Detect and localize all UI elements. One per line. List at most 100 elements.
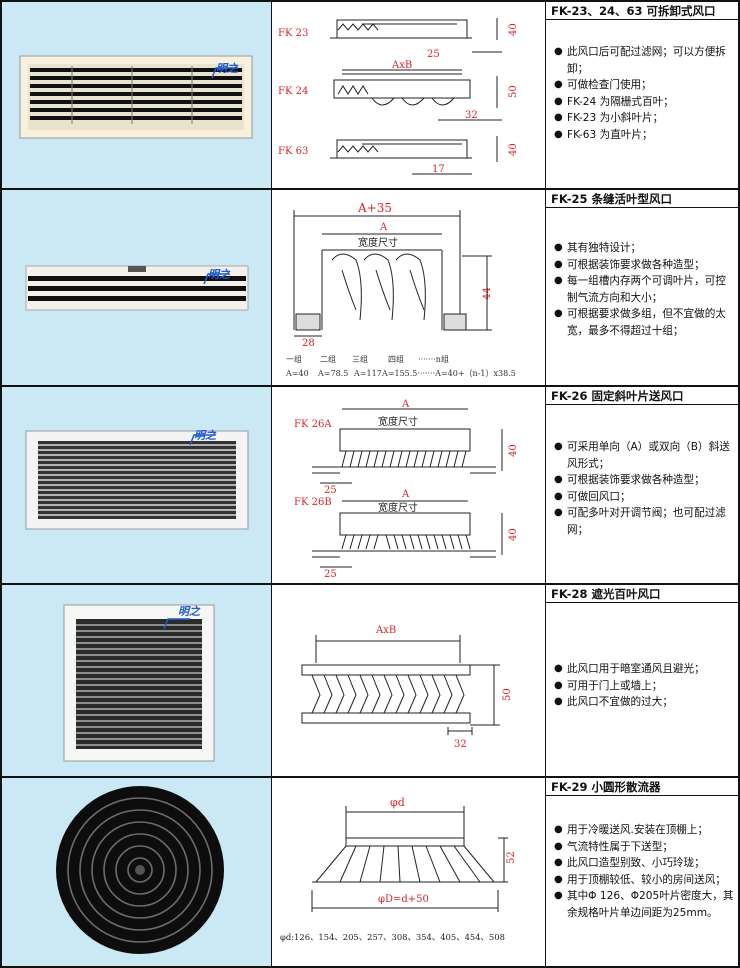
bullet: 每一组槽内存两个可调叶片，可控制气流方向和大小； (554, 273, 734, 306)
size-list: φd:126、154、205、257、308、354、405、454、508 (280, 932, 505, 942)
bullet: FK-63 为直叶片； (554, 127, 734, 144)
product-title: FK-25 条缝活叶型风口 (546, 190, 738, 208)
bullet: 气流特性属于下送型； (554, 839, 734, 856)
dim-32: 32 (454, 739, 467, 750)
bullet: 可做检查门使用； (554, 77, 734, 94)
group-label: 三组 (352, 354, 368, 364)
dim-h40-b: 40 (508, 143, 519, 156)
bullet: 此风口用于暗室通风且避光； (554, 661, 734, 678)
product-row-fk23: 明之 (2, 2, 738, 190)
label-width: 宽度尺寸 (358, 236, 398, 249)
dim-h40-a: 40 (508, 23, 519, 36)
desc-fk26: FK-26 固定斜叶片送风口 可采用单向（A）或双向（B）斜送风形式； 可根据装… (546, 387, 738, 583)
grille-photo-fk25: 明之 (25, 265, 249, 311)
dim-28: 28 (302, 338, 315, 349)
dim-axb: AxB (375, 625, 396, 636)
bullet: 可做回风口； (554, 489, 734, 506)
dim-a: A (379, 222, 388, 233)
section-drawing-fk28: AxB 50 32 (301, 625, 513, 750)
bullet: 可用于门上或墙上； (554, 678, 734, 695)
product-title: FK-26 固定斜叶片送风口 (546, 387, 738, 405)
product-photo-fk29 (2, 778, 272, 966)
bullet: 此风口造型别致、小巧玲珑； (554, 855, 734, 872)
group-label: ·······n组 (418, 354, 449, 364)
section-drawing-fk25: A+35 A 宽度尺寸 44 28 一组 二组 三组 四组 ·······n组 … (285, 201, 516, 378)
bullet-list: 此风口用于暗室通风且避光； 可用于门上或墙上； 此风口不宜做的过大； (546, 603, 738, 711)
desc-fk23: FK-23、24、63 可拆卸式风口 此风口后可配过滤网；可以方便拆卸； 可做检… (546, 2, 738, 188)
group-dim: A=155.5·······A=40+（n-1）x38.5 (381, 369, 516, 378)
dim-axb: AxB (391, 60, 412, 71)
grille-photo-fk26: 明之 (25, 429, 249, 530)
grille-photo-fk28: 明之 (63, 604, 215, 762)
group-dim: A=40 (285, 369, 309, 378)
desc-fk25: FK-25 条缝活叶型风口 其有独特设计； 可根据装饰要求做各种造型； 每一组槽… (546, 190, 738, 385)
label-fk26a: FK 26A (294, 419, 332, 430)
label-fk63: FK 63 (278, 146, 308, 157)
section-drawing-fk29: φd φD=d+50 52 φd:126、154、205、257、308、354… (280, 796, 517, 942)
product-title: FK-29 小圆形散流器 (546, 778, 738, 796)
dim-h40-b: 40 (508, 528, 519, 541)
bullet-list: 可采用单向（A）或双向（B）斜送风形式； 可根据装饰要求做各种造型； 可做回风口… (546, 405, 738, 538)
drawing-fk23: FK 23 FK 24 FK 63 AxB 25 32 17 40 50 40 (272, 2, 546, 188)
bullet: 其中Φ 126、Φ205叶片密度大，其余规格叶片单边间距为25mm。 (554, 888, 734, 921)
label-width: 宽度尺寸 (378, 415, 418, 428)
bullet: 此风口不宜做的过大； (554, 694, 734, 711)
label-width: 宽度尺寸 (378, 501, 418, 514)
product-title: FK-28 遮光百叶风口 (546, 585, 738, 603)
bullet-list: 其有独特设计； 可根据装饰要求做各种造型； 每一组槽内存两个可调叶片，可控制气流… (546, 208, 738, 339)
group-label: 四组 (388, 354, 404, 364)
dim-32: 32 (465, 110, 478, 121)
product-photo-fk25: 明之 (2, 190, 272, 385)
bullet: FK-24 为隔栅式百叶； (554, 94, 734, 111)
desc-fk29: FK-29 小圆形散流器 用于冷暖送风.安装在顶棚上； 气流特性属于下送型； 此… (546, 778, 738, 966)
label-fk24: FK 24 (278, 86, 308, 97)
desc-fk28: FK-28 遮光百叶风口 此风口用于暗室通风且避光； 可用于门上或墙上； 此风口… (546, 585, 738, 776)
bullet-list: 用于冷暖送风.安装在顶棚上； 气流特性属于下送型； 此风口造型别致、小巧玲珑； … (546, 796, 738, 921)
dim-a: A (401, 399, 410, 410)
product-row-fk29: φd φD=d+50 52 φd:126、154、205、257、308、354… (2, 778, 738, 966)
section-drawing-fk26: FK 26A FK 26B A 宽度尺寸 A 宽度尺寸 40 40 25 25 (294, 399, 519, 580)
dim-phid50: φD=d+50 (378, 894, 429, 905)
dim-h52: 52 (506, 851, 517, 864)
bullet: 此风口后可配过滤网；可以方便拆卸； (554, 44, 734, 77)
logo-text: 明之 (178, 605, 201, 618)
drawing-fk29: φd φD=d+50 52 φd:126、154、205、257、308、354… (272, 778, 546, 966)
label-fk26b: FK 26B (294, 497, 332, 508)
dim-25: 25 (427, 49, 440, 60)
group-dim: A=117 (353, 369, 382, 378)
product-row-fk25: 明之 A+35 A 宽度尺寸 44 28 (2, 190, 738, 387)
product-title: FK-23、24、63 可拆卸式风口 (546, 2, 738, 20)
dim-25-b: 25 (324, 569, 337, 580)
dim-a35: A+35 (357, 201, 392, 215)
bullet: 用于顶棚较低、较小的房间送风； (554, 872, 734, 889)
bullet: 可采用单向（A）或双向（B）斜送风形式； (554, 439, 734, 472)
dim-17: 17 (432, 164, 445, 175)
bullet: 用于冷暖送风.安装在顶棚上； (554, 822, 734, 839)
group-dim: A=78.5 (317, 369, 348, 378)
dim-h44: 44 (482, 287, 493, 300)
group-label: 二组 (320, 354, 336, 364)
dim-phid: φd (390, 796, 405, 809)
label-fk23: FK 23 (278, 28, 308, 39)
grille-photo-fk23: 明之 (19, 55, 253, 139)
bullet: 可配多叶对开调节阀；也可配过滤网； (554, 505, 734, 538)
dim-h50: 50 (502, 688, 513, 701)
diffuser-photo-fk29 (56, 786, 224, 954)
bullet: 其有独特设计； (554, 240, 734, 257)
product-photo-fk28: 明之 (2, 585, 272, 776)
dim-a: A (401, 489, 410, 500)
dim-h40-a: 40 (508, 444, 519, 457)
bullet-list: 此风口后可配过滤网；可以方便拆卸； 可做检查门使用； FK-24 为隔栅式百叶；… (546, 20, 738, 143)
product-row-fk26: 明之 FK 26A FK 26B A (2, 387, 738, 585)
product-photo-fk23: 明之 (2, 2, 272, 188)
dim-h50: 50 (508, 85, 519, 98)
bullet: 可根据要求做多组，但不宜做的太宽，最多不得超过十组； (554, 306, 734, 339)
product-row-fk28: 明之 AxB 50 32 FK-28 遮光百叶风口 此风口用于暗 (2, 585, 738, 778)
bullet: 可根据装饰要求做各种造型； (554, 472, 734, 489)
drawing-fk26: FK 26A FK 26B A 宽度尺寸 A 宽度尺寸 40 40 25 25 (272, 387, 546, 583)
dim-25-a: 25 (324, 485, 337, 496)
drawing-fk25: A+35 A 宽度尺寸 44 28 一组 二组 三组 四组 ·······n组 … (272, 190, 546, 385)
bullet: FK-23 为小斜叶片； (554, 110, 734, 127)
bullet: 可根据装饰要求做各种造型； (554, 257, 734, 274)
